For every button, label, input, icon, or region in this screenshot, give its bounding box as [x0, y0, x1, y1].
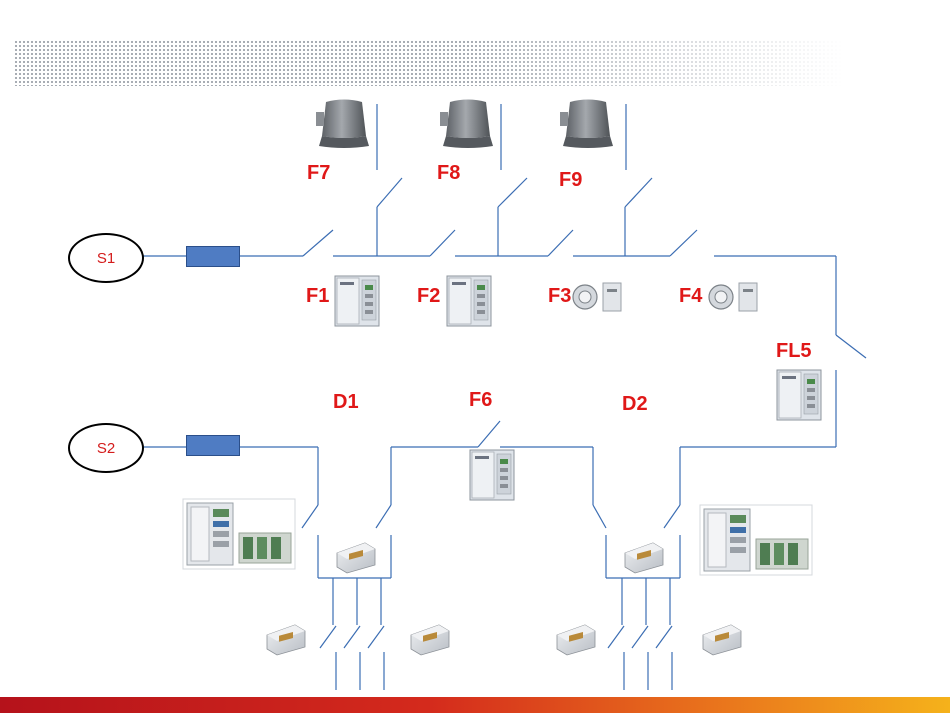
label-f3: F3 — [548, 285, 572, 307]
source-s1: S1 — [68, 233, 144, 283]
terminal-unit-icon — [266, 624, 306, 656]
control-cabinet-icon — [469, 449, 515, 501]
control-cabinet-icon — [446, 275, 492, 327]
source-s2: S2 — [68, 423, 144, 473]
street-lamp-icon — [316, 99, 369, 148]
relay-s1 — [186, 246, 240, 267]
label-f1: F1 — [306, 285, 330, 307]
label-f6: F6 — [469, 389, 493, 411]
source-s1-label: S1 — [96, 249, 116, 267]
terminal-unit-icon — [624, 542, 664, 574]
label-f9: F9 — [559, 169, 583, 191]
label-f2: F2 — [417, 285, 441, 307]
header-dot-pattern — [14, 40, 844, 86]
control-cabinet-icon — [334, 275, 380, 327]
source-s2-label: S2 — [96, 439, 116, 457]
label-f4: F4 — [679, 285, 703, 307]
label-d2: D2 — [622, 393, 648, 415]
control-panel-photo-icon — [182, 498, 296, 570]
relay-s2 — [186, 435, 240, 456]
wiring-lines — [142, 104, 867, 690]
footer-color-bar — [0, 697, 950, 713]
control-cabinet-icon — [776, 369, 822, 421]
terminal-unit-icon — [410, 624, 450, 656]
label-f8: F8 — [437, 162, 461, 184]
label-f7: F7 — [307, 162, 331, 184]
street-lamp-icon — [560, 99, 613, 148]
label-d1: D1 — [333, 391, 359, 413]
street-lamp-icon — [440, 99, 493, 148]
terminal-unit-icon — [336, 542, 376, 574]
label-fl5: FL5 — [776, 340, 812, 362]
terminal-unit-icon — [556, 624, 596, 656]
control-panel-photo-icon — [699, 504, 813, 576]
terminal-unit-icon — [702, 624, 742, 656]
energy-meter-icon — [708, 282, 758, 312]
energy-meter-icon — [572, 282, 622, 312]
